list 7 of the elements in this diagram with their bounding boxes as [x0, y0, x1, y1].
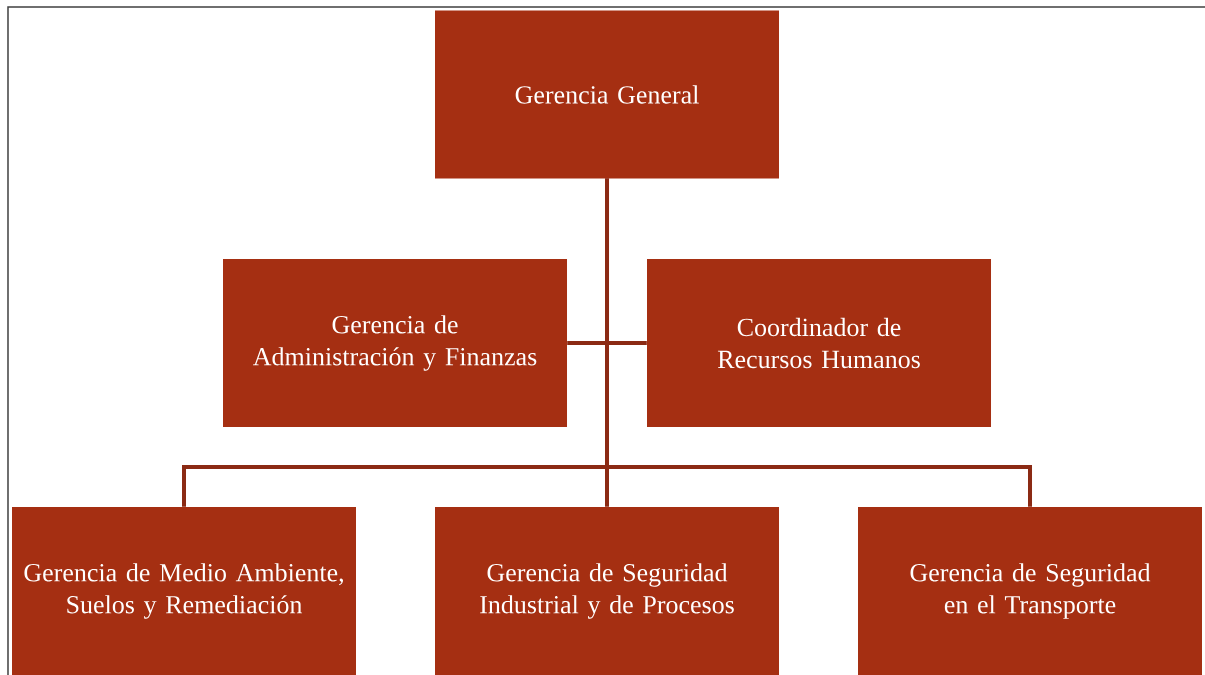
org-box: Gerencia General [435, 10, 779, 179]
org-box: Gerencia de Administración y Finanzas [223, 259, 567, 427]
org-box: Gerencia de Seguridad en el Transporte [858, 507, 1202, 675]
org-box: Gerencia de Seguridad Industrial y de Procesos [435, 507, 779, 675]
org-box: Gerencia de Medio Ambiente, Suelos y Remediación [12, 507, 356, 675]
org-box: Coordinador de Recursos Humanos [647, 259, 991, 427]
connector-line [605, 178, 1032, 507]
